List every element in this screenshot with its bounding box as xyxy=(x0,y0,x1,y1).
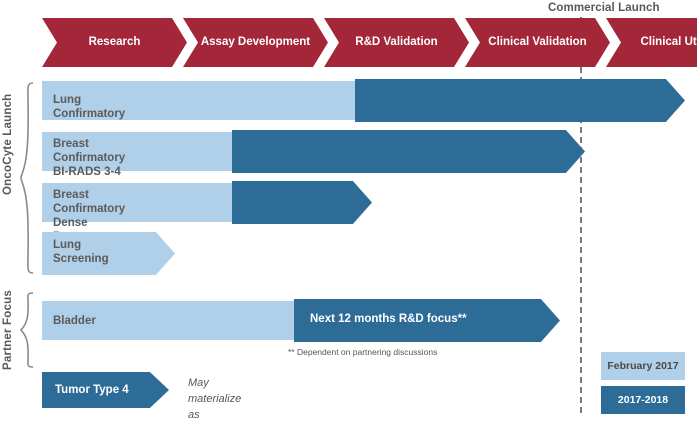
tumor-type-4-note: May materialize as confirmatory, screeni… xyxy=(188,377,251,426)
commercial-launch-dashed-line xyxy=(580,17,582,413)
row-lung-confirmatory-light-bar xyxy=(42,81,357,120)
phase-assay-development-label: Assay Development xyxy=(200,35,311,48)
phase-rd-validation[interactable]: R&D Validation xyxy=(324,18,469,67)
bladder-footnote: ** Dependent on partnering discussions xyxy=(288,347,438,357)
row-bladder-light-bar xyxy=(42,301,294,340)
row-bladder-label: Bladder xyxy=(53,315,96,327)
row-bladder-dark-arrow xyxy=(294,299,560,342)
phase-clinical-utility-label: Clinical Utility xyxy=(640,35,697,48)
row-tumor-type-4-dark-arrow xyxy=(42,372,169,408)
row-lung-confirmatory-label: Lung Confirmatory xyxy=(53,94,126,120)
row-lung-confirmatory-dark-arrow xyxy=(355,79,685,122)
row-breast-birads-dark-arrow xyxy=(232,130,585,173)
row-lung-screening-light-arrow xyxy=(42,232,175,275)
row-breast-birads-label: Breast Confirmatory BI-RADS 3-4 xyxy=(53,138,126,178)
phase-clinical-validation-label: Clinical Validation xyxy=(488,35,587,48)
legend-2017-2018: 2017-2018 xyxy=(601,386,685,414)
row-lung-screening-label: Lung Screening xyxy=(53,239,109,265)
row-breast-birads-light-bar xyxy=(42,132,234,171)
phase-clinical-validation[interactable]: Clinical Validation xyxy=(465,18,610,67)
row-breast-dense-light-bar xyxy=(42,183,234,222)
group-label-partner-focus: Partner Focus xyxy=(2,290,14,370)
row-breast-dense-dark-arrow xyxy=(232,181,372,224)
legend-february-2017: February 2017 xyxy=(601,352,685,380)
brace-oncocyte-launch xyxy=(20,82,34,274)
group-label-oncocyte-launch: OncoCyte Launch xyxy=(2,93,14,195)
phase-clinical-utility[interactable]: Clinical Utility xyxy=(606,18,697,67)
legend-february-2017-label: February 2017 xyxy=(607,360,679,372)
row-tumor-type-4-label: Tumor Type 4 xyxy=(55,384,129,396)
phase-research[interactable]: Research xyxy=(42,18,187,67)
brace-partner-focus xyxy=(20,292,34,368)
row-bladder-bar-text: Next 12 months R&D focus** xyxy=(310,313,467,325)
phase-assay-development[interactable]: Assay Development xyxy=(183,18,328,67)
phase-rd-validation-label: R&D Validation xyxy=(355,35,438,48)
legend-2017-2018-label: 2017-2018 xyxy=(617,394,669,406)
phase-band: Research Assay Development R&D Validatio… xyxy=(42,18,685,67)
commercial-launch-label: Commercial Launch xyxy=(548,2,660,14)
phase-research-label: Research xyxy=(88,35,141,48)
